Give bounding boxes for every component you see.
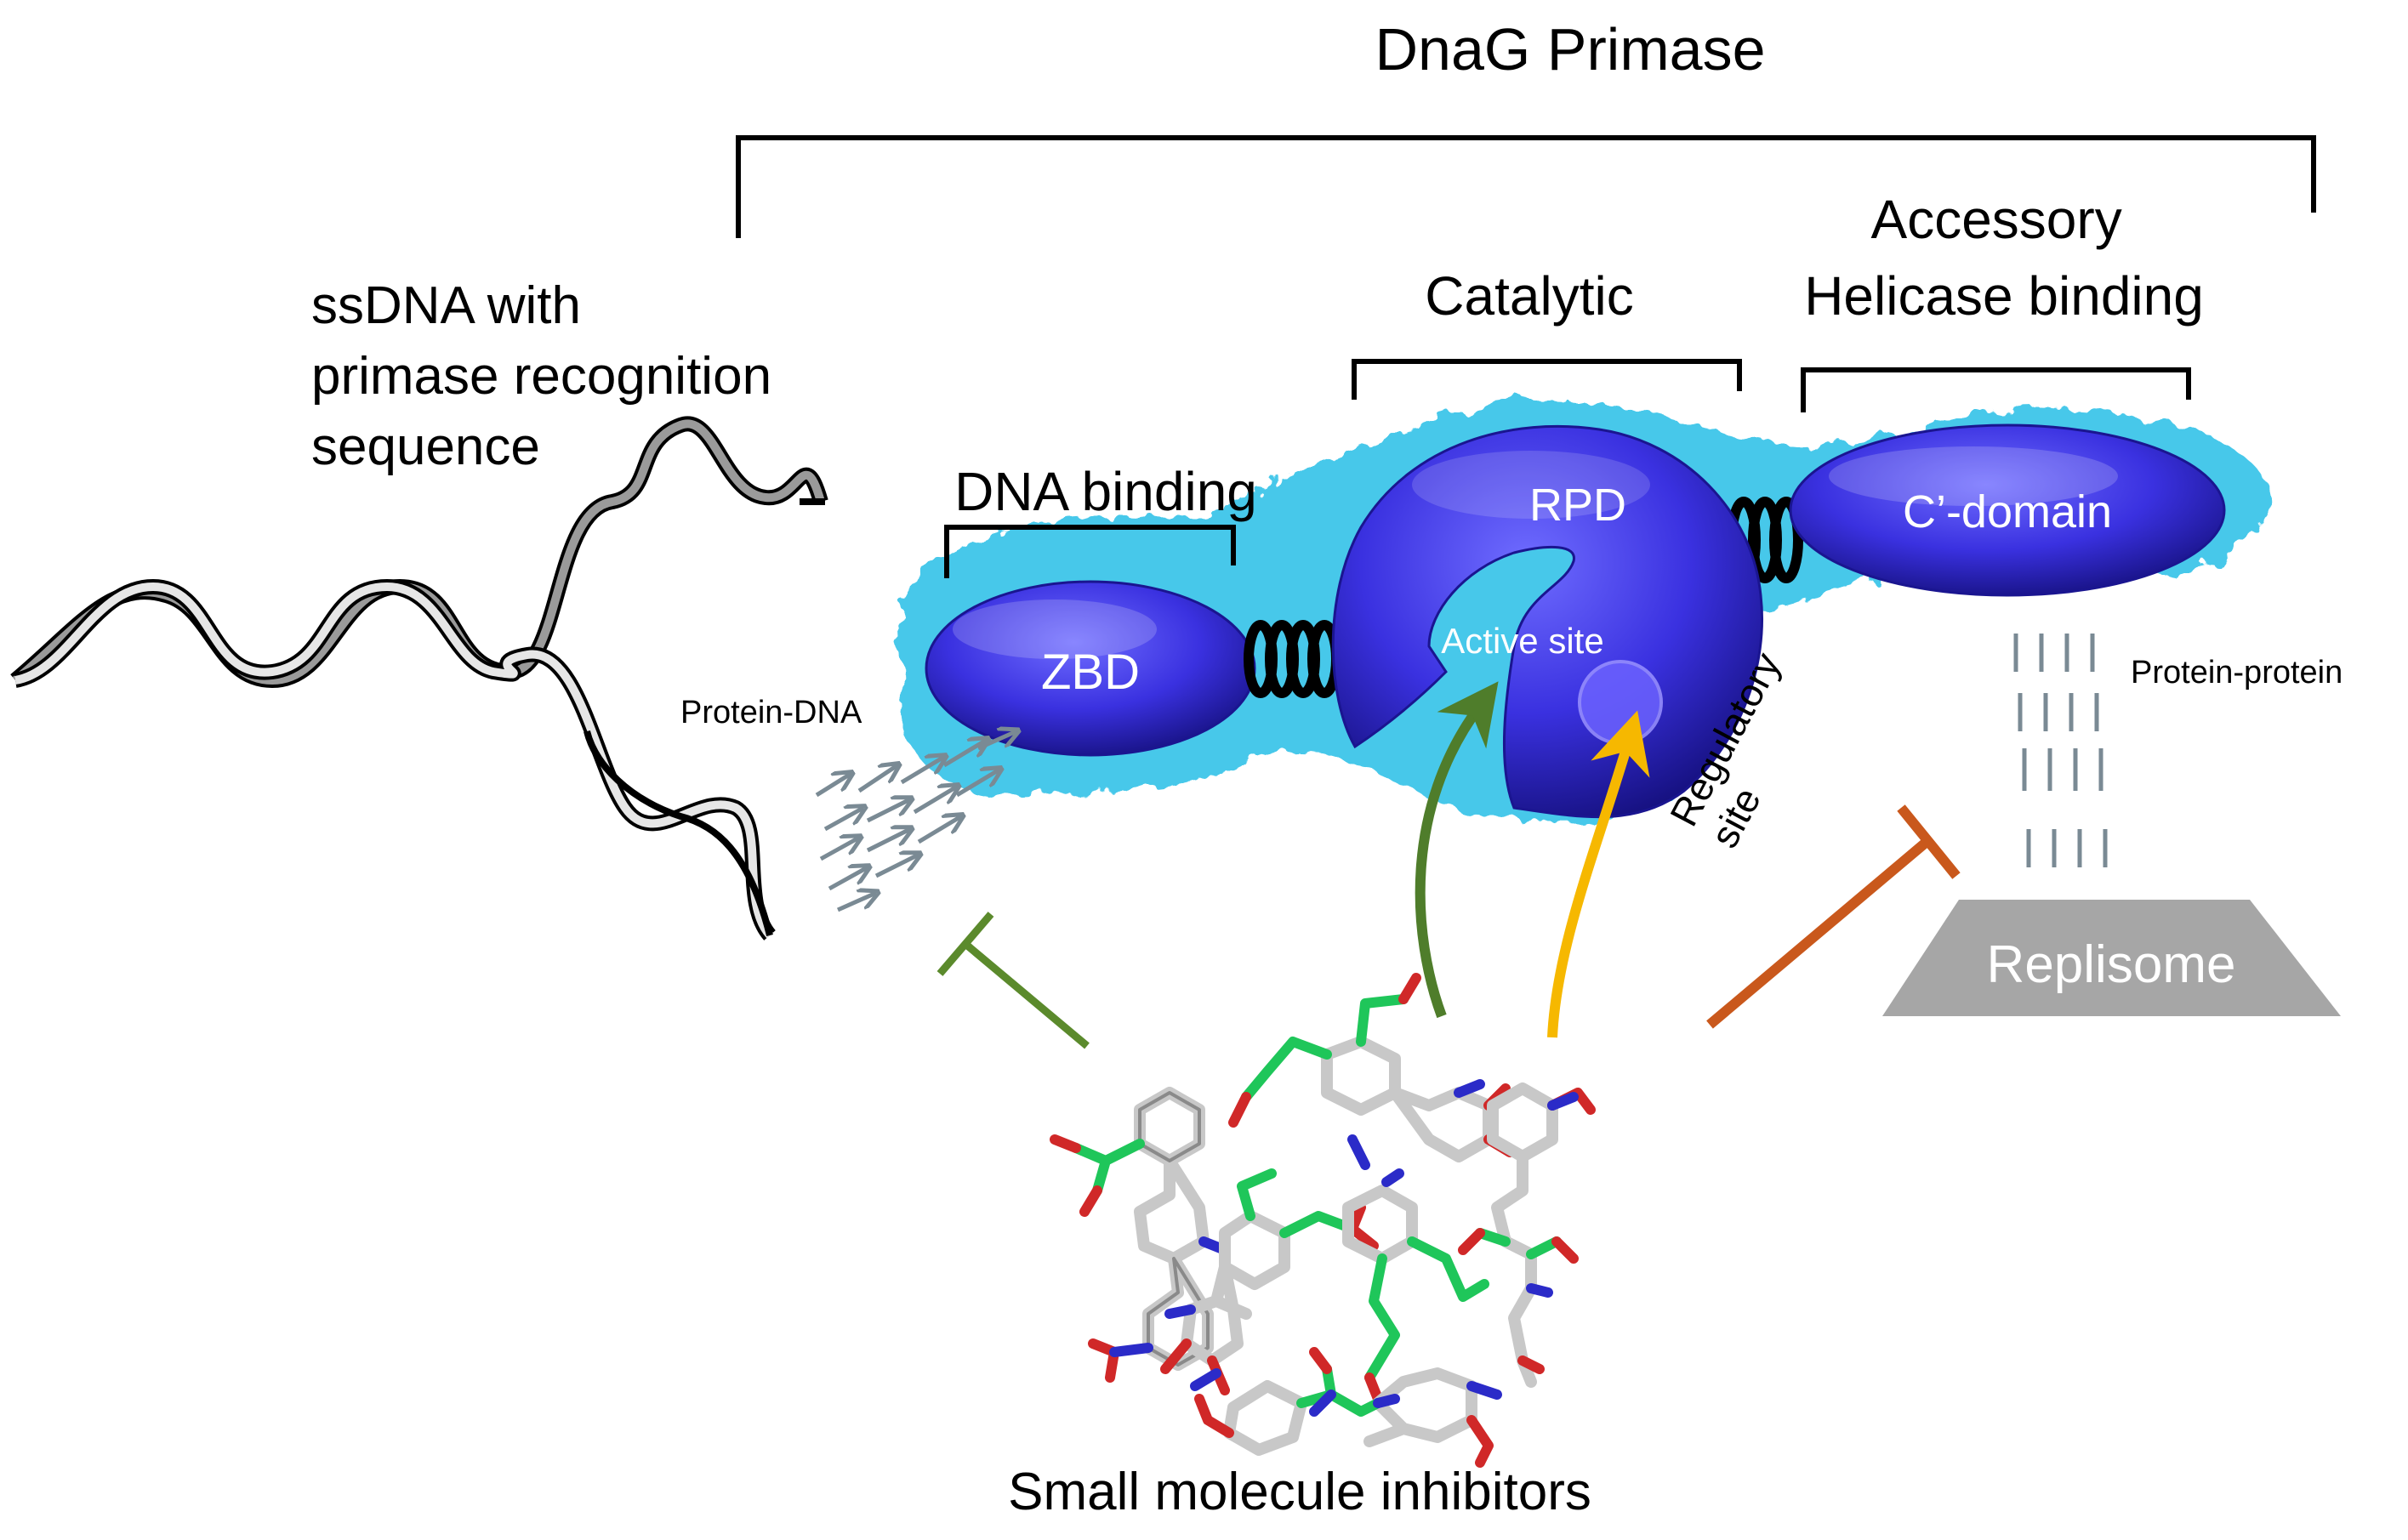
interaction-arrow: [857, 765, 897, 793]
molecule-blue: [1164, 1304, 1221, 1391]
inhibit-protein-dna: [936, 912, 1090, 1049]
interaction-arrow: [815, 774, 851, 798]
zbd-domain: [925, 580, 1256, 757]
molecule-red: [1194, 1347, 1494, 1468]
interaction-arrow: [942, 740, 987, 768]
ssdna-label: ssDNA with primase recognition sequence: [311, 276, 786, 476]
accessory-bracket: [1801, 367, 2191, 412]
linker-coil-zbd-rpd: [1244, 620, 1341, 698]
molecule-green: [1071, 1139, 1145, 1196]
molecule-red: [1228, 973, 1515, 1404]
molecule: [1194, 1347, 1502, 1468]
c-domain-label: C’-domain: [1903, 486, 2112, 537]
molecule-green: [1241, 994, 1489, 1383]
interaction-arrow: [836, 893, 876, 912]
interaction-arrow: [900, 757, 944, 785]
protein-protein-label: Protein-protein: [2131, 655, 2343, 690]
title: DnaG Primase: [1375, 16, 1765, 82]
dna-helix: [10, 416, 828, 940]
protein-dna-arrows: [815, 731, 1016, 912]
molecule-blue: [1309, 1381, 1502, 1417]
catalytic-label: Catalytic: [1425, 265, 1633, 327]
interaction-arrow: [917, 816, 961, 844]
molecule: [1228, 973, 1515, 1404]
molecule-red: [1458, 1088, 1596, 1374]
small-molecules: [1050, 973, 1596, 1468]
dna-ssdna-tail: [583, 498, 825, 936]
dnag-bracket: [736, 135, 2316, 238]
inhibit-line: [963, 940, 1090, 1049]
ssdna-label-line-3: sequence: [311, 418, 540, 476]
interaction-arrow: [866, 799, 910, 823]
molecule-bonds: [1223, 1367, 1477, 1456]
interaction-arrow: [913, 787, 957, 815]
molecule-green: [1237, 1168, 1358, 1238]
protein-dna-label: Protein-DNA: [680, 695, 862, 730]
molecule-bonds: [1321, 1036, 1494, 1264]
inhibitors-label: Small molecule inhibitors: [1008, 1463, 1591, 1521]
zbd-label: ZBD: [1041, 645, 1140, 700]
interaction-arrow: [828, 867, 868, 891]
ssdna-label-line-1: ssDNA with: [311, 276, 581, 335]
molecule: [1458, 1083, 1596, 1388]
dna-strand-b-fill: [14, 582, 773, 939]
coil-loop: [1769, 497, 1803, 583]
inhibit-protein-protein: [1706, 804, 1961, 1029]
rpd-highlight: [1412, 451, 1650, 519]
inhibit-bar: [1897, 804, 1961, 879]
interaction-arrow: [866, 829, 910, 853]
catalytic-bracket: [1352, 359, 1742, 400]
accessory-label-line-1: Accessory: [1871, 189, 2122, 250]
zbd-highlight: [953, 600, 1157, 659]
arrow-to-active-site: [1415, 681, 1499, 1019]
interaction-arrow: [955, 770, 999, 798]
inhibit-bar: [936, 912, 994, 976]
regulatory-site-marker: [1578, 660, 1663, 745]
molecule-red: [1160, 1202, 1379, 1395]
c-domain: [1789, 423, 2226, 597]
interaction-arrow: [874, 855, 919, 878]
inhibit-line: [1706, 838, 1930, 1029]
protein-protein-arrows: [2013, 634, 2108, 867]
arrow-to-regulatory-site: [1547, 710, 1650, 1038]
molecule: [1160, 1168, 1379, 1395]
molecule-blue: [1347, 1079, 1485, 1187]
dna-binding-label: DNA binding: [954, 461, 1257, 522]
active-site-label: Active site: [1441, 621, 1603, 661]
c-domain-highlight: [1829, 446, 2118, 506]
interaction-arrow: [819, 838, 859, 861]
ssdna-label-line-2: primase recognition: [311, 347, 771, 406]
replisome-label: Replisome: [1987, 935, 2236, 994]
interaction-arrow: [976, 731, 1016, 751]
rpd-label: RPD: [1529, 480, 1626, 531]
molecule: [1050, 1087, 1230, 1383]
molecule-blue: [1526, 1092, 1579, 1298]
accessory-label-line-2: Helicase binding: [1804, 265, 2204, 327]
dna-binding-bracket: [944, 525, 1236, 578]
interaction-arrow: [823, 808, 863, 832]
accessory-label: Accessory Helicase binding: [1804, 189, 2204, 327]
replisome-shape: [1882, 900, 2341, 1016]
molecule-red: [1050, 1134, 1119, 1383]
dna-strand-b: [13, 578, 777, 940]
